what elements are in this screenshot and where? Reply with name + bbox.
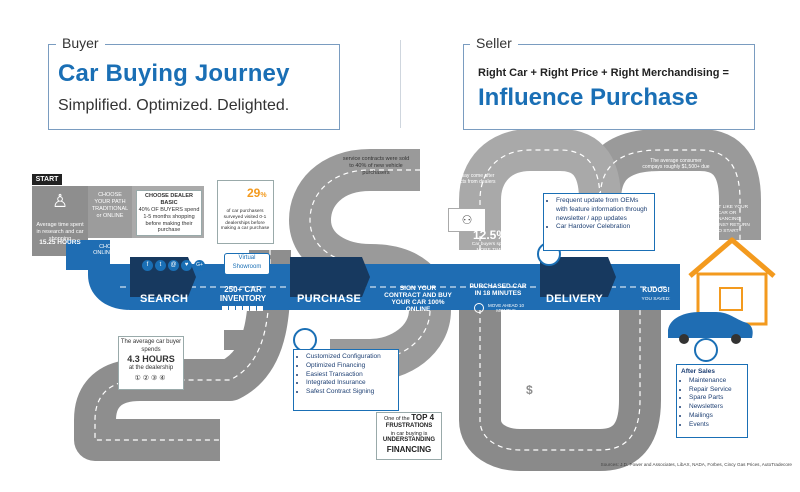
- stat-77-value: 77%: [430, 150, 467, 170]
- stat-29-box: [217, 180, 274, 244]
- stat-77-text: of customers say come after market produ…: [430, 173, 496, 185]
- stat-12-block: 12.5% Car buyers spent MORE TIME negotia…: [468, 228, 512, 265]
- seller-box-purchase-item: Customized Configuration: [306, 353, 395, 362]
- start-hours: 15.25 HOURS: [39, 239, 81, 246]
- header-divider: [400, 40, 401, 128]
- avg-consumer-text: The average consumer compays roughly $1,…: [642, 158, 710, 183]
- seller-box-updates-item: Car Hardover Celebration: [556, 223, 651, 232]
- stage-kudos: KUDOS!: [642, 287, 670, 294]
- seller-legend: Seller: [470, 35, 518, 51]
- after-sales-item: Repair Service: [689, 386, 743, 395]
- buyer-subtitle: Simplified. Optimized. Delighted.: [58, 97, 290, 114]
- top4-line4: UNDERSTANDING: [382, 437, 436, 444]
- stat-29-text: of car purchasers surveyed visited 0-1 d…: [220, 209, 270, 232]
- social-icons: f t @ ♥ G+: [142, 260, 205, 271]
- house-roof-icon: [688, 237, 776, 278]
- after-sales-item: Spare Parts: [689, 394, 743, 403]
- stage-search: SEARCH: [140, 293, 189, 305]
- avg-hours-line2: at the dealership: [128, 365, 174, 372]
- heart-icon[interactable]: ♥: [181, 260, 192, 271]
- choose-dealer-box: CHOOSE DEALER BASIC 40% OF BUYERS spend …: [136, 190, 202, 236]
- top4-top: TOP 4: [411, 413, 435, 422]
- seller-box-updates: Frequent update from OEMs with feature i…: [543, 193, 655, 251]
- googleplus-icon[interactable]: G+: [194, 260, 205, 271]
- seller-header-box: [463, 44, 755, 130]
- virtual-showroom-badge: Virtual Showroom: [224, 253, 270, 275]
- after-sales-item: Maintenance: [689, 377, 743, 386]
- buyer-legend: Buyer: [56, 35, 105, 51]
- financing-sub: CALL FRIENDS: [234, 440, 270, 446]
- sources-text: Sources: J.D. Power and Associates, LibA…: [600, 462, 792, 467]
- facebook-icon[interactable]: f: [142, 260, 153, 271]
- after-sales-item: Newsletters: [689, 403, 743, 412]
- inventory-grid-icon: [222, 306, 263, 311]
- person-icon: ♙: [52, 191, 69, 211]
- seller-box-purchase-item: Optimized Financing: [306, 362, 395, 371]
- choose-dealer-title: CHOOSE DEALER BASIC: [145, 193, 193, 206]
- top4-box: One of the TOP 4 FRUSTRATIONS in car buy…: [376, 412, 442, 460]
- dollar-icon: $: [526, 383, 533, 397]
- seller-box-purchase-item: Safest Contract Signing: [306, 388, 395, 397]
- seller-box-updates-item: Frequent update from OEMs with feature i…: [556, 197, 651, 223]
- stage-purchased: PURCHASED CAR IN 18 MINUTES: [469, 283, 527, 298]
- seller-box-purchase: Customized Configuration Optimized Finan…: [293, 349, 399, 411]
- stage-sign: SIGN YOUR CONTRACT AND BUY YOUR CAR 100%…: [384, 285, 452, 314]
- top4-line5: FINANCING: [386, 444, 432, 454]
- top4-line2: FRUSTRATIONS: [385, 423, 433, 429]
- avg-hours-value: 4.3 HOURS: [127, 354, 175, 364]
- email-icon[interactable]: @: [168, 260, 179, 271]
- stat-29-value: 29%: [247, 186, 267, 200]
- stage-delivery: DELIVERY: [546, 293, 604, 305]
- after-sales-item: Events: [689, 421, 743, 430]
- roughly-value: ROUGHLY 35%: [542, 380, 607, 390]
- financing-title: FINANCING FALLS APART: [221, 417, 283, 437]
- top4-line3: in car buying is: [390, 430, 428, 437]
- steps-icon: ①②③④: [134, 374, 168, 382]
- roughly-text: of gross dealership profits come from F&…: [542, 391, 600, 402]
- car-icon: [668, 312, 753, 338]
- twitter-icon[interactable]: t: [155, 260, 166, 271]
- after-sales-box: After Sales Maintenance Repair Service S…: [676, 364, 748, 438]
- seller-title: Influence Purchase: [478, 84, 699, 111]
- clock-icon: [474, 303, 484, 313]
- buyer-title: Car Buying Journey: [58, 60, 290, 87]
- avg-hours-line1: The average car buyer spends: [120, 339, 182, 353]
- start-label: START: [32, 174, 62, 185]
- return-to-start-text: MIGHT LIKE YOUR CAR OR FINANCING OPTIONS…: [704, 205, 750, 234]
- choose-online-path: CHOOSE ONLINE PATH: [93, 244, 129, 257]
- stat-12-value: 12.5%: [472, 228, 508, 242]
- seller-tagline: Right Car + Right Price + Right Merchand…: [478, 67, 729, 79]
- seller-box-purchase-item: Easiest Transaction: [306, 371, 395, 380]
- buyer-header-box: [48, 44, 340, 130]
- choose-dealer-text: 40% OF BUYERS spend 1-5 months shopping …: [138, 206, 200, 234]
- after-sales-title: After Sales: [681, 368, 715, 375]
- service-contracts-text: service contracts were sold to 40% of ne…: [342, 156, 410, 176]
- after-sales-item: Mailings: [689, 412, 743, 421]
- seller-box-purchase-item: Integrated Insurance: [306, 379, 395, 388]
- stage-inventory: 250+ CAR INVENTORY: [219, 285, 267, 303]
- meeting-icon: ⚇: [448, 208, 486, 232]
- stat-12-text: Car buyers spent MORE TIME negotiating a…: [471, 242, 509, 265]
- choose-path-traditional: CHOOSE YOUR PATH TRADITIONAL or ONLINE: [91, 192, 129, 219]
- stage-purchased-sub: MOVE AHEAD 10 MONTHS: [487, 303, 524, 313]
- stage-purchase: PURCHASE: [297, 293, 362, 305]
- avg-hours-box: The average car buyer spends 4.3 HOURS a…: [118, 336, 184, 390]
- stage-kudos-sub: YOU SAVED:: [641, 297, 671, 302]
- start-text: Average time spent in research and car s…: [36, 222, 84, 242]
- top4-pre: One of the: [383, 416, 410, 422]
